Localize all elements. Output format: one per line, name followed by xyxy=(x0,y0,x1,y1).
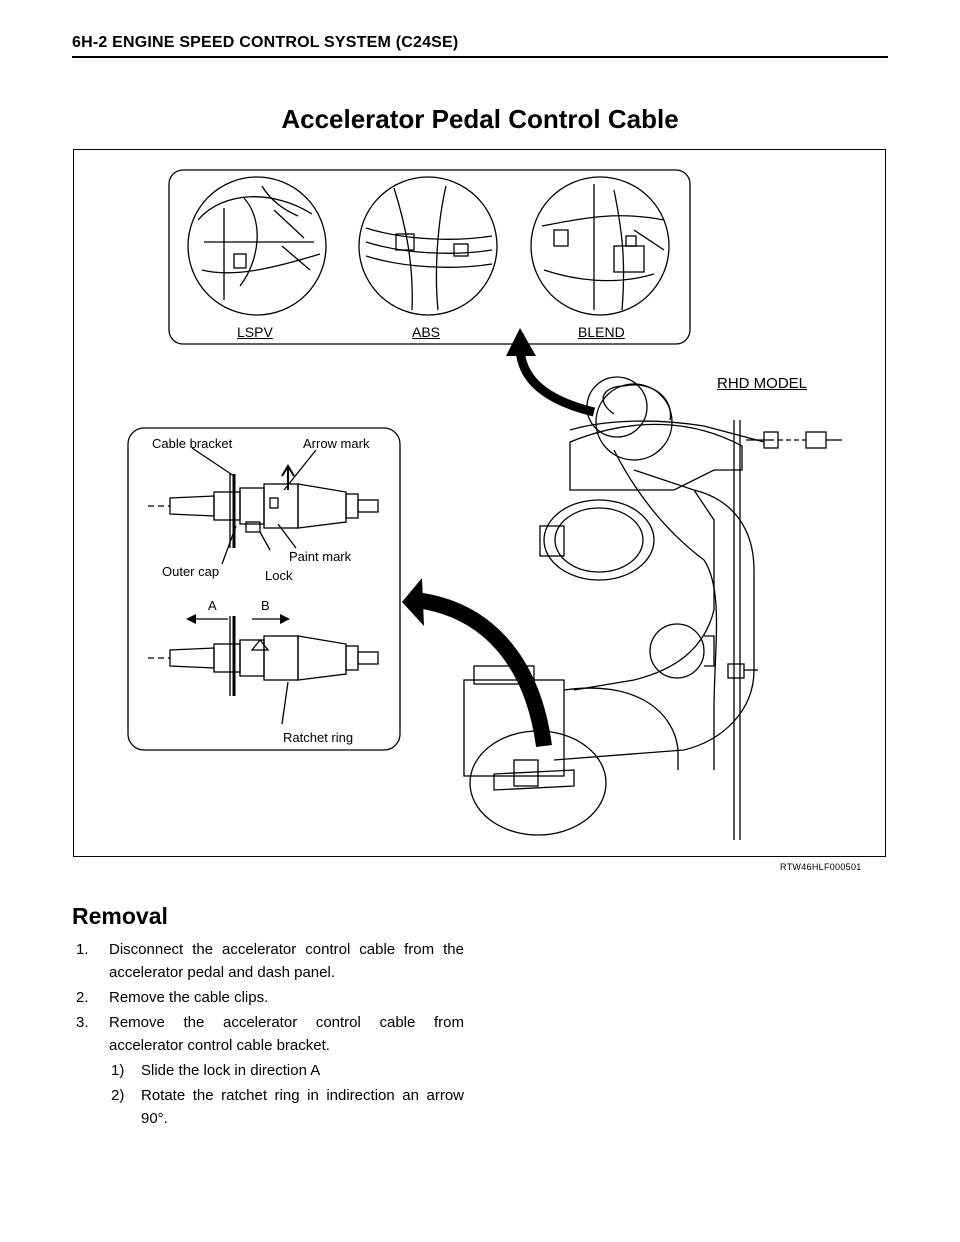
dash-panel xyxy=(727,420,842,840)
engine-outline xyxy=(463,376,765,836)
substep-number: 2) xyxy=(111,1087,125,1104)
label-outer-cap: Outer cap xyxy=(162,564,220,579)
lspv-circle xyxy=(187,176,327,316)
label-arrow-mark: Arrow mark xyxy=(303,436,370,451)
substep-number: 1) xyxy=(111,1062,125,1079)
substep-text: Slide the lock in direction A xyxy=(141,1062,321,1079)
label-paint-mark: Paint mark xyxy=(289,549,352,564)
removal-steps: 1. Disconnect the accelerator control ca… xyxy=(72,938,464,1132)
cable-diagram xyxy=(127,169,842,840)
step-number: 3. xyxy=(76,1014,89,1031)
figure-frame: LSPV ABS BLEND RHD MODEL Cable bracket A… xyxy=(73,149,886,857)
upper-cable-assembly xyxy=(148,447,379,565)
lower-cable-assembly xyxy=(148,616,379,725)
label-ratchet-ring: Ratchet ring xyxy=(283,730,354,745)
substep-text: Rotate the ratchet ring in indirection a… xyxy=(141,1087,464,1127)
direction-arrows xyxy=(186,614,290,624)
cable-detail-box xyxy=(127,427,401,751)
brake-inset-box xyxy=(168,169,691,345)
label-blend: BLEND xyxy=(578,324,625,340)
step-text: Remove the accelerator control cable fro… xyxy=(109,1014,464,1054)
label-abs: ABS xyxy=(412,324,441,340)
step-item: 3. Remove the accelerator control cable … xyxy=(72,1011,464,1057)
figure-id: RTW46HLF000501 xyxy=(780,862,862,872)
step-number: 2. xyxy=(76,989,89,1006)
label-lspv: LSPV xyxy=(237,324,273,340)
label-cable-bracket: Cable bracket xyxy=(152,436,233,451)
header-rule xyxy=(72,56,888,58)
step-text: Remove the cable clips. xyxy=(109,989,269,1006)
step-number: 1. xyxy=(76,941,89,958)
blend-circle xyxy=(530,176,670,316)
page-header: 6H-2 ENGINE SPEED CONTROL SYSTEM (C24SE) xyxy=(72,34,459,51)
label-a: A xyxy=(208,598,217,613)
label-b: B xyxy=(261,598,270,613)
abs-circle xyxy=(358,176,498,316)
substep-item: 1) Slide the lock in direction A xyxy=(72,1059,464,1082)
section-heading: Removal xyxy=(72,903,168,929)
label-rhd-model: RHD MODEL xyxy=(717,375,808,392)
step-item: 2. Remove the cable clips. xyxy=(72,986,464,1009)
substep-item: 2) Rotate the ratchet ring in indirectio… xyxy=(72,1084,464,1130)
arrow-left xyxy=(414,592,552,748)
label-lock: Lock xyxy=(265,568,293,583)
step-text: Disconnect the accelerator control cable… xyxy=(109,941,464,981)
step-item: 1. Disconnect the accelerator control ca… xyxy=(72,938,464,984)
page-title: Accelerator Pedal Control Cable xyxy=(281,104,679,134)
